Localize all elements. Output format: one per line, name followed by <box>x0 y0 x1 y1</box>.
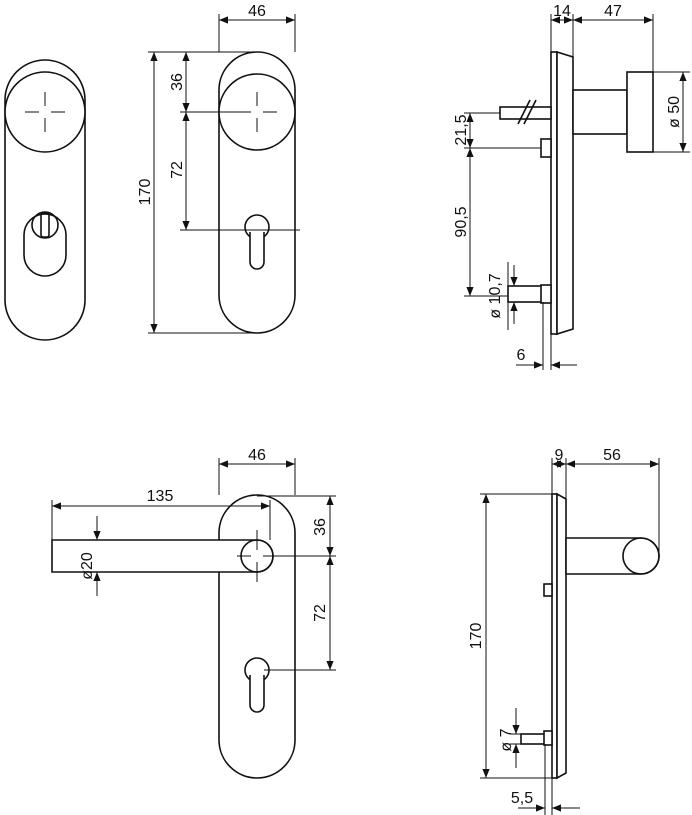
dim-lever-offset-label: 36 <box>312 518 329 536</box>
dim-projection-label: 56 <box>603 447 621 464</box>
lever-plate-front: 46 135 ø20 36 72 <box>51 447 336 779</box>
keyhole-slot <box>249 232 265 270</box>
break-mark-a <box>517 99 531 125</box>
dim-width-label: 46 <box>248 447 266 464</box>
dim-distance-label: 72 <box>169 161 186 179</box>
dim-plate-label: 14 <box>553 3 571 20</box>
bottom-fixing-stud <box>543 730 553 746</box>
thumbturn-rose <box>31 211 59 239</box>
knob-plate-front-left <box>4 59 86 341</box>
dim-pin-dia-label: ø 7 <box>498 728 515 751</box>
bottom-pin <box>520 733 546 745</box>
dim-projection-label: 47 <box>604 3 622 20</box>
dim-pin-dia-label: ø 10,7 <box>487 273 504 318</box>
knob-rose <box>4 71 86 153</box>
dim-middle-label: 90,5 <box>453 206 470 237</box>
backplate-side <box>556 50 574 336</box>
bottom-fixing-stud <box>540 284 552 304</box>
top-fixing-stud <box>540 138 552 158</box>
dim-upper-label: 21,5 <box>453 114 470 145</box>
keyhole-slot <box>249 675 265 713</box>
break-mark-b <box>523 99 537 125</box>
dim-height-label: 170 <box>468 623 485 650</box>
dim-pin-len-label: 6 <box>517 347 526 364</box>
knob-plate-front-dimensioned: 46 36 72 170 <box>137 3 300 334</box>
bottom-pin <box>507 285 544 303</box>
dim-lever-length-label: 135 <box>147 488 174 505</box>
dim-lever-dia-label: ø20 <box>79 552 96 580</box>
knob-body <box>626 71 654 153</box>
dim-distance-label: 72 <box>312 604 329 622</box>
dim-offset-label: 36 <box>169 73 186 91</box>
dim-plate-label: 9 <box>555 447 564 464</box>
knob-side-view: 14 47 ø 50 21,5 90,5 ø 10,7 6 <box>453 3 690 370</box>
top-fixing-stud <box>543 583 553 597</box>
dim-height-label: 170 <box>137 179 154 206</box>
dim-width-label: 46 <box>248 3 266 20</box>
backplate-side <box>556 492 567 780</box>
door-line <box>550 51 558 335</box>
lever-side-view: 9 56 170 ø 7 5,5 <box>468 447 660 815</box>
dim-knob-dia-label: ø 50 <box>666 96 683 128</box>
knob-neck <box>572 89 628 135</box>
lever-side <box>565 537 660 575</box>
thumbturn-icon <box>40 212 50 238</box>
dim-pin-len-label: 5,5 <box>511 790 533 807</box>
knob-center-cross <box>237 92 277 132</box>
knob-center-cross <box>25 92 65 132</box>
